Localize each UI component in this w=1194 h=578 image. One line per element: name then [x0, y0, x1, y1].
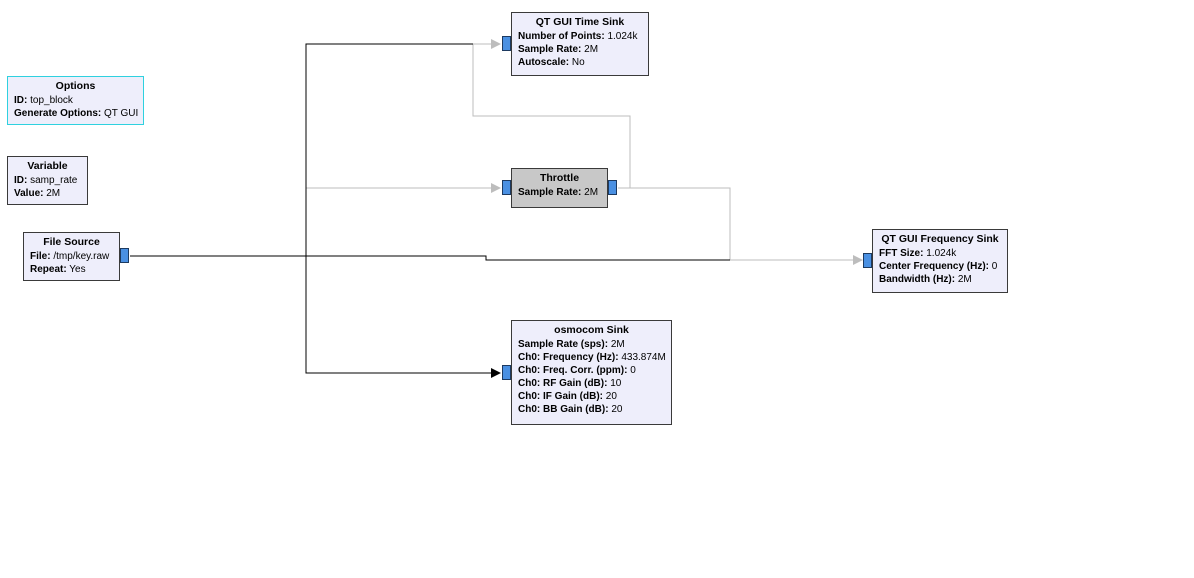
wire-throttle-to-freq-sink	[618, 187, 863, 265]
block-title: Options	[55, 80, 96, 92]
block-title: QT GUI Frequency Sink	[881, 233, 999, 245]
block-param: Bandwidth (Hz): 2M	[879, 274, 972, 285]
time-sink-block[interactable]: QT GUI Time Sink Number of Points: 1.024…	[511, 12, 649, 76]
block-param: Ch0: Frequency (Hz): 433.874M	[518, 352, 666, 363]
block-param: Ch0: IF Gain (dB): 20	[518, 391, 617, 402]
block-param: Generate Options: QT GUI	[14, 108, 139, 119]
block-title: Throttle	[539, 172, 580, 184]
wire-source-to-osmocom-sink	[305, 256, 501, 378]
block-param: Repeat: Yes	[30, 264, 86, 275]
block-param: Center Frequency (Hz): 0	[879, 261, 998, 272]
block-param: Value: 2M	[14, 188, 61, 199]
freq-sink-input-port[interactable]	[863, 253, 872, 268]
block-param: Ch0: Freq. Corr. (ppm): 0	[518, 365, 636, 376]
block-param: ID: samp_rate	[14, 175, 78, 186]
block-param: Ch0: RF Gain (dB): 10	[518, 378, 622, 389]
time-sink-input-port[interactable]	[502, 36, 511, 51]
block-title: QT GUI Time Sink	[535, 16, 625, 28]
block-param: Sample Rate: 2M	[518, 44, 599, 55]
osmocom-sink-input-port[interactable]	[502, 365, 511, 380]
block-title: File Source	[43, 236, 100, 248]
file-source-block[interactable]: File Source File: /tmp/key.raw Repeat: Y…	[23, 232, 120, 281]
wire-source-to-freq-sink	[130, 255, 730, 261]
block-param: ID: top_block	[14, 95, 73, 106]
osmocom-sink-block[interactable]: osmocom Sink Sample Rate (sps): 2M Ch0: …	[511, 320, 672, 425]
throttle-block[interactable]: Throttle Sample Rate: 2M	[511, 168, 608, 208]
variable-block[interactable]: Variable ID: samp_rate Value: 2M	[7, 156, 88, 205]
block-param: Number of Points: 1.024k	[518, 31, 638, 42]
freq-sink-block[interactable]: QT GUI Frequency Sink FFT Size: 1.024k C…	[872, 229, 1008, 293]
block-title: osmocom Sink	[554, 324, 629, 336]
block-param: Sample Rate: 2M	[518, 187, 599, 198]
file-source-output-port[interactable]	[120, 248, 129, 263]
options-block[interactable]: Options ID: top_block Generate Options: …	[7, 76, 144, 125]
throttle-output-port[interactable]	[608, 180, 617, 195]
wire-source-to-time-sink	[130, 43, 473, 257]
block-title: Variable	[27, 160, 68, 172]
block-param: Autoscale: No	[518, 57, 585, 68]
block-param: Sample Rate (sps): 2M	[518, 339, 625, 350]
block-param: Ch0: BB Gain (dB): 20	[518, 404, 623, 415]
throttle-input-port[interactable]	[502, 180, 511, 195]
block-param: File: /tmp/key.raw	[30, 251, 110, 262]
block-param: FFT Size: 1.024k	[879, 248, 957, 259]
